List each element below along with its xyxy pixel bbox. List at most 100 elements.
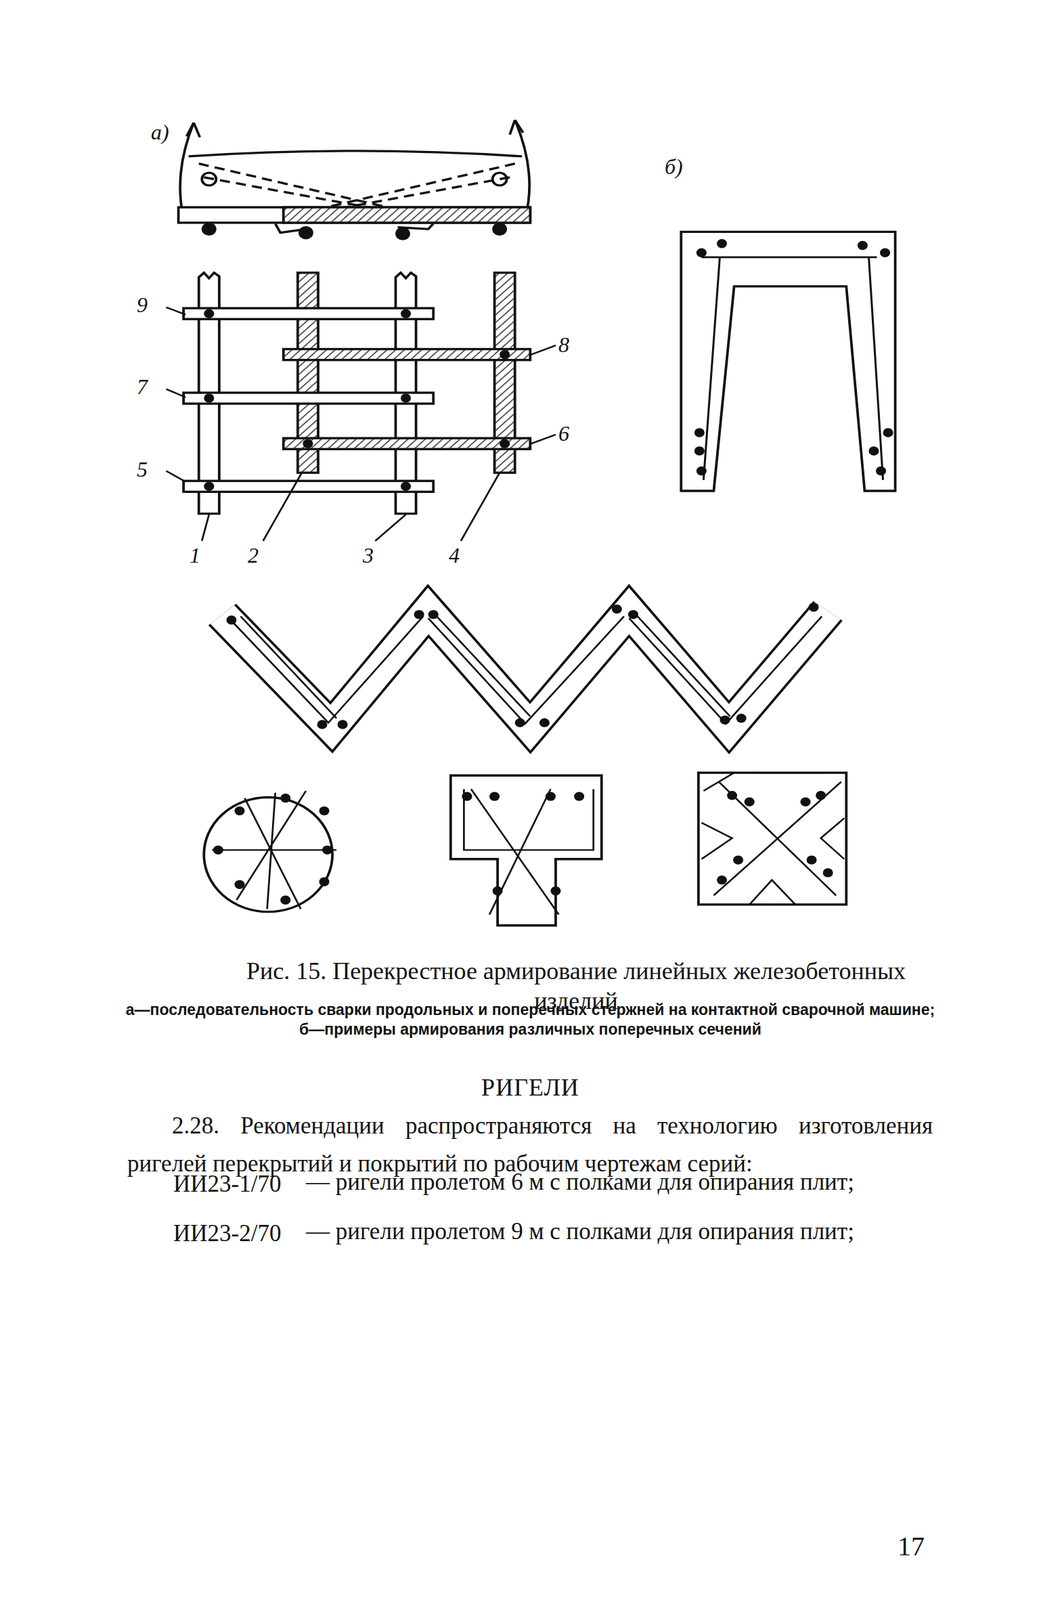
series-description: — ригели пролетом 9 м с полками для опир… (305, 1214, 933, 1249)
drawing-part (400, 393, 411, 403)
drawing-part (414, 609, 425, 619)
drawing-part (183, 392, 434, 404)
drawing-part (199, 163, 516, 208)
drawing-part (611, 604, 623, 614)
drawing-part (280, 894, 291, 904)
drawing-part (222, 610, 828, 727)
drawing-part (808, 602, 820, 612)
callout-number: 8 (558, 332, 589, 357)
drawing-part (450, 775, 602, 926)
drawing-part (806, 854, 817, 864)
drawing-part (461, 791, 472, 801)
sections (203, 231, 895, 925)
drawing-part (337, 719, 348, 729)
callout-number: 9 (136, 292, 168, 317)
drawing-part (800, 796, 811, 806)
drawing-part (573, 791, 585, 801)
drawing-part (322, 845, 333, 855)
drawing-part (815, 790, 826, 800)
callout-number: 3 (362, 542, 394, 568)
series-code: ИИ23-1/70 (173, 1164, 327, 1203)
panel-letter: б) (664, 154, 706, 179)
drawing-part (318, 806, 329, 815)
drawing-part (234, 806, 245, 815)
drawing-part (302, 438, 313, 448)
series-description: — ригели пролетом 6 м с полками для опир… (305, 1164, 933, 1199)
drawing-part (736, 713, 747, 723)
drawing-part (492, 172, 507, 186)
drawing-part (879, 248, 891, 258)
section-heading: РИГЕЛИ (122, 1072, 939, 1102)
drawing-part (186, 122, 201, 137)
drawing-part (726, 790, 738, 800)
drawing-part (203, 223, 216, 235)
welding-sequence (166, 119, 556, 541)
drawing-part (211, 790, 337, 910)
drawing-part (696, 466, 707, 476)
drawing-part (461, 791, 585, 895)
drawing-part (716, 875, 727, 884)
drawing-part (680, 231, 895, 491)
drawing-part (183, 307, 434, 319)
caption-legend: а—последовательность сварки продольных и… (122, 999, 939, 1039)
drawing-part (539, 718, 550, 727)
drawing-part (463, 788, 593, 914)
drawing-part (883, 427, 894, 437)
panel-letter: а) (150, 119, 192, 145)
drawing-part (694, 446, 705, 455)
drawing-part (492, 886, 503, 895)
drawing-part (234, 879, 245, 889)
drawing-part (823, 867, 834, 877)
drawing-part (299, 227, 313, 239)
drawing-part (213, 793, 333, 905)
drawing-part (283, 207, 531, 223)
callout-number: 2 (247, 542, 279, 568)
drawing-part (232, 612, 822, 724)
drawing-part (188, 150, 523, 157)
drawing-part (203, 481, 214, 491)
drawing-part (550, 886, 561, 895)
drawing-part (318, 877, 329, 887)
drawing-part (875, 466, 887, 476)
drawing-part (400, 308, 411, 318)
drawing-part (396, 228, 409, 239)
drawing-part (515, 119, 530, 218)
drawing-part (180, 122, 194, 218)
drawing-part (183, 480, 434, 492)
drawing-part (226, 615, 237, 625)
drawing-part (545, 791, 556, 801)
drawing-part (226, 602, 819, 729)
drawing-part (733, 854, 744, 864)
drawing-part (213, 845, 224, 855)
drawing-part (283, 437, 531, 449)
drawing-part (222, 610, 828, 727)
drawing-part (280, 793, 291, 803)
drawing-part (493, 223, 506, 235)
drawing-part (716, 790, 834, 884)
drawing-part (201, 172, 216, 186)
series-code: ИИ23-2/70 (173, 1214, 327, 1253)
drawing-part (720, 715, 731, 725)
drawing-part (166, 307, 556, 541)
callout-number: 1 (189, 542, 220, 568)
drawing-part (499, 349, 510, 359)
drawing-part (509, 119, 524, 135)
page-number: 17 (897, 1531, 959, 1561)
callout-number: 7 (136, 374, 168, 399)
callout-number: 4 (448, 542, 480, 568)
drawing-part (694, 238, 894, 476)
drawing-part (203, 393, 214, 403)
drawing-part (694, 427, 705, 437)
drawing-part (489, 791, 500, 801)
drawing-part (696, 248, 707, 258)
callout-number: 6 (558, 421, 589, 446)
drawing-part (178, 207, 531, 223)
drawing-part (400, 481, 411, 491)
drawing-part (203, 308, 510, 491)
drawing-part (316, 719, 327, 729)
drawing-part (701, 772, 845, 905)
drawing-part (203, 308, 214, 318)
drawing-part (698, 772, 847, 905)
drawing-part (283, 349, 531, 361)
